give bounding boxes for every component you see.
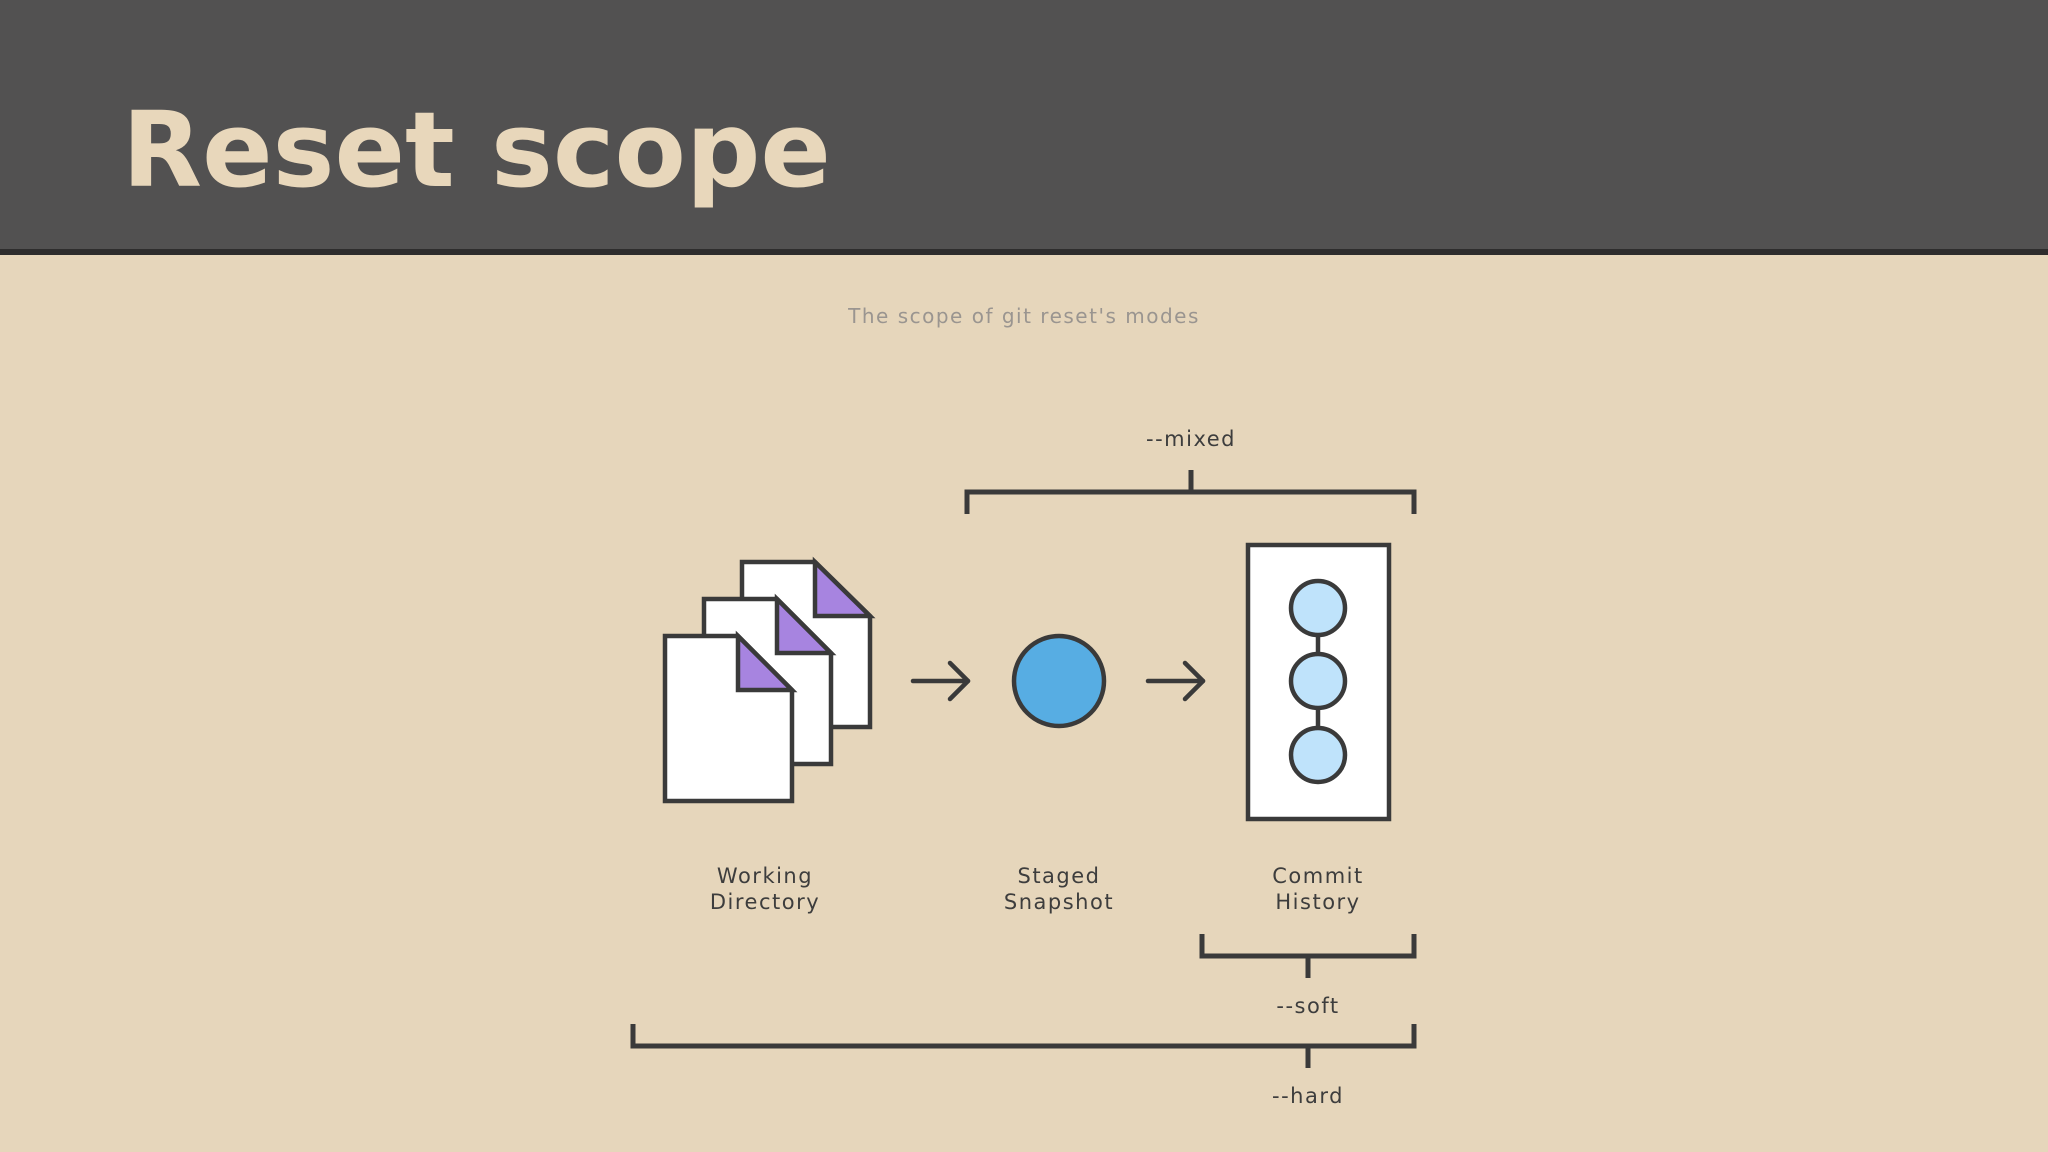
staged-snapshot-label-line2: Snapshot <box>1004 890 1114 914</box>
file-stack-icon <box>662 556 876 804</box>
commit-node-icon <box>1288 651 1348 711</box>
commit-node-icon <box>1288 725 1348 785</box>
commit-list-icon <box>1245 542 1392 822</box>
header-divider <box>0 249 2048 255</box>
diagram-caption: The scope of git reset's modes <box>848 304 1200 328</box>
working-directory-label-line1: Working <box>717 864 813 888</box>
soft-label: --soft <box>1276 994 1339 1018</box>
slide-header <box>0 0 2048 249</box>
commit-node-icon <box>1288 578 1348 638</box>
file-icon-front <box>662 630 798 804</box>
hard-label: --hard <box>1272 1084 1344 1108</box>
arrow-right-icon <box>910 660 971 702</box>
arrow-right-icon <box>1145 660 1206 702</box>
staged-snapshot-label-line1: Staged <box>1017 864 1100 888</box>
slide-title: Reset scope <box>122 89 831 211</box>
staged-circle-icon <box>1011 633 1107 729</box>
hard-bracket <box>630 1024 1417 1068</box>
commit-history-label-line1: Commit <box>1272 864 1364 888</box>
mixed-bracket <box>964 470 1417 514</box>
mixed-label: --mixed <box>1146 427 1236 451</box>
working-directory-label-line2: Directory <box>710 890 820 914</box>
commit-history-label-line2: History <box>1275 890 1360 914</box>
soft-bracket <box>1199 934 1417 978</box>
